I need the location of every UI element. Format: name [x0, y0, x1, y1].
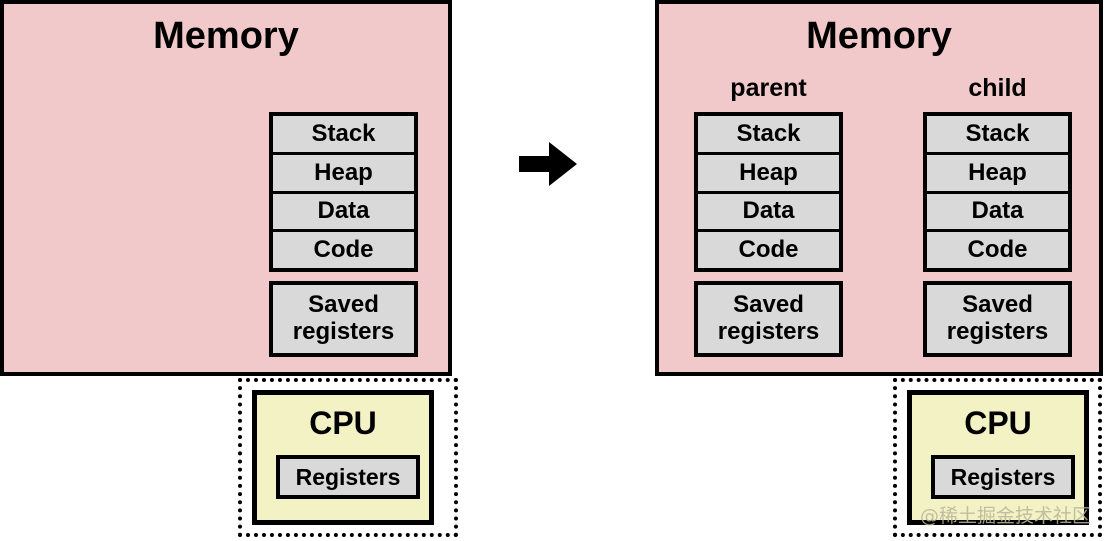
- saved-registers-line-2: registers: [292, 318, 395, 345]
- segment-parent-code: Code: [698, 232, 839, 268]
- saved-registers-box-left: Saved registers: [269, 281, 418, 357]
- cpu-title-left: CPU: [309, 405, 377, 441]
- segment-parent-stack: Stack: [698, 116, 839, 155]
- segment-heap: Heap: [273, 154, 414, 194]
- segment-child-heap: Heap: [927, 154, 1068, 194]
- registers-box-left: Registers: [276, 455, 420, 499]
- segment-stack: Stack: [273, 116, 414, 155]
- memory-title-left: Memory: [153, 15, 299, 57]
- cpu-title-right: CPU: [964, 405, 1032, 441]
- segment-parent-heap: Heap: [698, 154, 839, 194]
- segment-data: Data: [273, 193, 414, 233]
- segment-child-code: Code: [927, 232, 1068, 268]
- segment-child-data: Data: [927, 193, 1068, 233]
- saved-registers-box-parent: Saved registers: [694, 281, 843, 357]
- saved-registers-line-1: Saved: [308, 291, 379, 319]
- cpu-box-left: CPU Registers: [252, 390, 434, 525]
- memory-title-right: Memory: [806, 15, 952, 57]
- saved-registers-parent-line-2: registers: [717, 318, 820, 345]
- segment-group-parent: Stack Heap Data Code: [694, 112, 843, 272]
- saved-registers-child-line-1: Saved: [962, 291, 1033, 319]
- segment-group-child: Stack Heap Data Code: [923, 112, 1072, 272]
- transition-arrow: [516, 133, 582, 195]
- saved-registers-child-line-2: registers: [946, 318, 1049, 345]
- saved-registers-box-child: Saved registers: [923, 281, 1072, 357]
- segment-parent-data: Data: [698, 193, 839, 233]
- column-caption-child: child: [968, 74, 1027, 102]
- column-caption-parent: parent: [730, 74, 807, 102]
- segment-code: Code: [273, 232, 414, 268]
- arrow-right-icon: [519, 142, 577, 186]
- cpu-box-right: CPU Registers @稀土掘金技术社区: [907, 390, 1092, 527]
- saved-registers-parent-line-1: Saved: [733, 291, 804, 319]
- registers-box-right: Registers: [931, 455, 1075, 499]
- watermark-text: @稀土掘金技术社区: [920, 505, 1092, 527]
- segment-group-left: Stack Heap Data Code: [269, 112, 418, 272]
- segment-child-stack: Stack: [927, 116, 1068, 155]
